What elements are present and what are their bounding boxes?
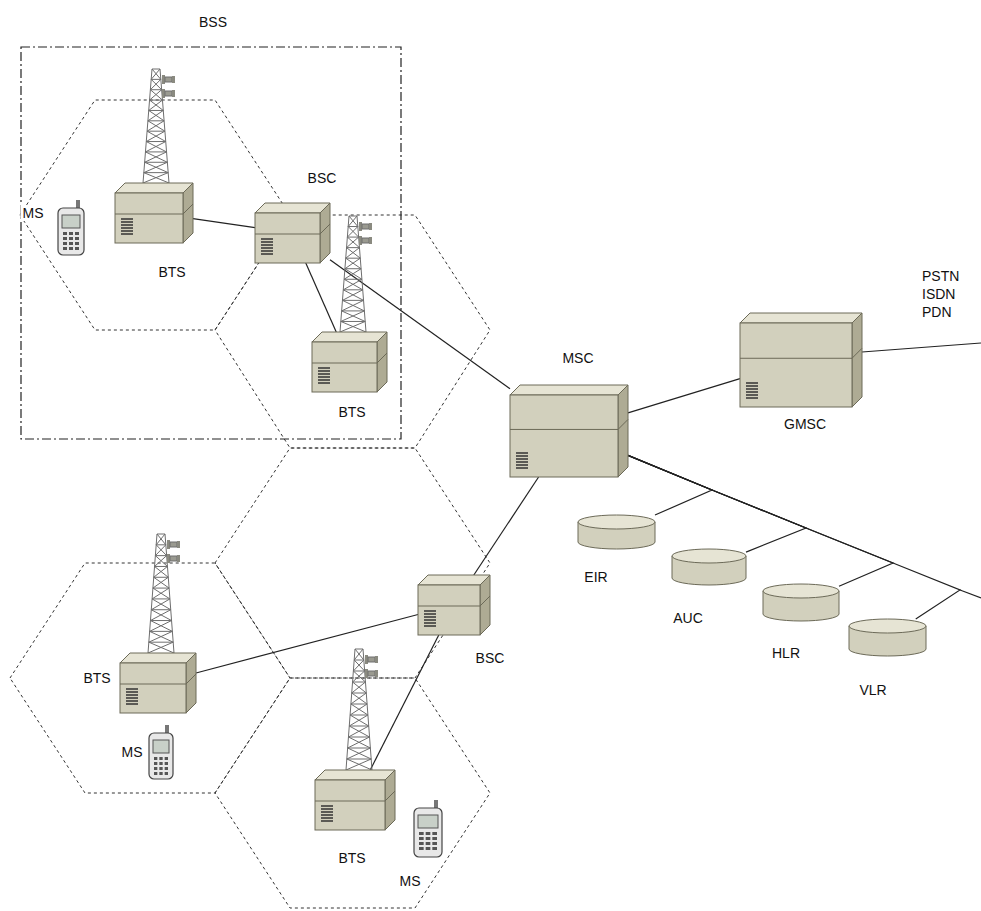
register-database: EIR xyxy=(578,515,655,549)
equipment-label: BSC xyxy=(306,170,339,186)
mobile-station: MS xyxy=(413,800,443,858)
equipment-label: MS xyxy=(21,205,46,221)
mobile-station: MS xyxy=(148,725,174,780)
register-database: HLR xyxy=(763,584,839,621)
equipment-label: BTS xyxy=(156,264,187,280)
network-link xyxy=(193,219,255,228)
antenna-tower xyxy=(330,212,376,332)
base-transceiver-station: BTS xyxy=(315,770,395,830)
equipment-label: BSC xyxy=(474,650,507,666)
switching-center-shape xyxy=(510,385,628,477)
network-link xyxy=(628,455,893,586)
base-transceiver-station-shape xyxy=(115,183,193,243)
equipment-label: BTS xyxy=(336,404,367,420)
base-transceiver-station-shape xyxy=(312,332,387,392)
equipment-label: EIR xyxy=(582,569,609,585)
network-name: PDN xyxy=(920,304,954,320)
subsystem-region: BSSMSBTSBSCBTS xyxy=(20,46,402,440)
network-link xyxy=(370,635,439,770)
network-name: PSTN xyxy=(920,268,961,284)
network-link xyxy=(628,379,740,413)
base-transceiver-station: BTS xyxy=(312,332,387,392)
equipment-label: MS xyxy=(398,873,423,889)
base-transceiver-station-shape xyxy=(120,653,196,713)
equipment-label: BTS xyxy=(336,850,367,866)
mobile-station-shape xyxy=(413,800,443,858)
register-database: VLR xyxy=(849,619,926,656)
equipment-label: BTS xyxy=(81,670,112,686)
register-database: AUC xyxy=(672,549,746,585)
antenna-tower xyxy=(138,530,184,653)
cell-hexagon xyxy=(20,100,290,330)
gateway-switching-center-shape xyxy=(740,313,862,407)
antenna-tower xyxy=(336,645,382,770)
gateway-switching-center: GMSC xyxy=(740,313,862,407)
equipment-label: MS xyxy=(120,744,145,760)
equipment-label: GMSC xyxy=(782,416,828,432)
cell-hexagon xyxy=(215,448,490,678)
network-name: ISDN xyxy=(920,286,957,302)
switching-center: MSC xyxy=(510,385,628,477)
mobile-station: MS xyxy=(57,200,85,256)
equipment-label: VLR xyxy=(857,682,888,698)
network-link xyxy=(196,614,418,673)
equipment-label: HLR xyxy=(770,645,802,661)
antenna-tower xyxy=(133,65,179,183)
base-station-controller: BSC xyxy=(255,203,330,263)
cell-hexagon xyxy=(10,563,290,793)
bus-extension xyxy=(960,590,981,598)
register-database-shape xyxy=(672,549,746,585)
mobile-station-shape xyxy=(57,200,85,256)
network-link xyxy=(306,263,336,332)
register-database-shape xyxy=(763,584,839,621)
equipment-label: MSC xyxy=(560,350,595,366)
mobile-station-shape xyxy=(148,725,174,780)
register-database-shape xyxy=(578,515,655,549)
base-station-controller-shape xyxy=(255,203,330,263)
register-database-shape xyxy=(849,619,926,656)
external-network-line xyxy=(862,343,981,352)
base-transceiver-station: BTS xyxy=(120,653,196,713)
region-heading: BSS xyxy=(197,14,229,30)
base-transceiver-station-shape xyxy=(315,770,395,830)
cell-hexagon xyxy=(215,678,490,908)
network-link xyxy=(474,477,539,575)
base-station-controller-shape xyxy=(418,575,490,635)
network-link xyxy=(628,455,960,619)
equipment-label: AUC xyxy=(671,610,705,626)
base-transceiver-station: BTS xyxy=(115,183,193,243)
base-station-controller: BSC xyxy=(418,575,490,635)
